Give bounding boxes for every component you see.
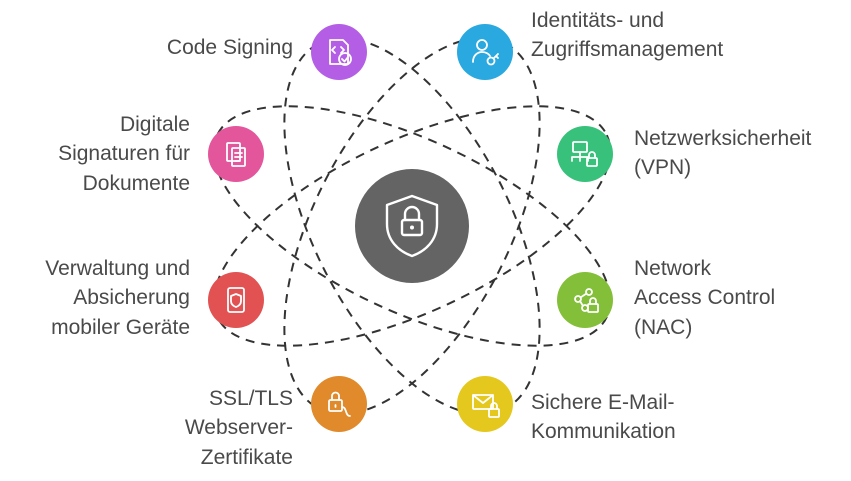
- node-nac: [557, 272, 613, 328]
- label-network-security: Netzwerksicherheit (VPN): [634, 127, 812, 180]
- node-circle-mobile-devices: [208, 272, 264, 328]
- node-ssl-tls: [311, 376, 367, 432]
- documents-icon: [226, 142, 246, 167]
- node-circle-code-signing: [311, 24, 367, 80]
- shield-lock-icon: [385, 194, 439, 258]
- node-digital-signatures: [208, 126, 264, 182]
- center-node: [355, 169, 469, 283]
- label-digital-signatures: Digitale Signaturen für Dokumente: [58, 113, 190, 195]
- node-identity: [457, 24, 513, 80]
- lock-cable-icon: [328, 391, 351, 417]
- node-circle-digital-signatures: [208, 126, 264, 182]
- code-file-check-icon: [329, 39, 352, 66]
- node-email: [457, 376, 513, 432]
- node-circle-email: [457, 376, 513, 432]
- orbit-ellipse-1: [212, 105, 612, 347]
- mail-lock-icon: [472, 394, 500, 418]
- node-code-signing: [311, 24, 367, 80]
- label-email: Sichere E-Mail- Kommunikation: [531, 391, 676, 444]
- node-circle-network-security: [557, 126, 613, 182]
- label-mobile-devices: Verwaltung und Absicherung mobiler Gerät…: [45, 257, 190, 339]
- nodes-layer: [208, 24, 613, 432]
- mobile-shield-icon: [227, 287, 245, 313]
- node-circle-ssl-tls: [311, 376, 367, 432]
- node-mobile-devices: [208, 272, 264, 328]
- share-lock-icon: [574, 288, 599, 313]
- label-code-signing: Code Signing: [166, 36, 293, 59]
- label-identity: Identitäts- und Zugriffsmanagement: [531, 9, 724, 62]
- network-lock-icon: [571, 141, 598, 167]
- label-nac: Network Access Control (NAC): [634, 257, 776, 339]
- user-key-icon: [472, 39, 499, 66]
- node-network-security: [557, 126, 613, 182]
- label-ssl-tls: SSL/TLS Webserver- Zertifikate: [184, 387, 293, 469]
- node-circle-nac: [557, 272, 613, 328]
